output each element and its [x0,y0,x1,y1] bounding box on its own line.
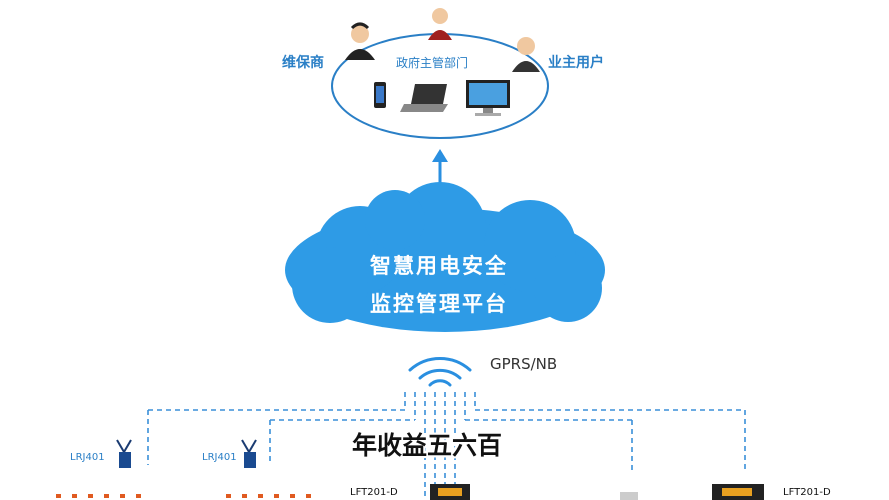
antenna-icon-mid [241,439,257,468]
network-lines [147,392,746,500]
orange-dots-left [56,494,141,498]
device-icon-grey [620,492,638,500]
detector-right-label: LFT201-D [783,487,831,498]
platform-line-1: 智慧用电安全 [370,254,508,278]
phone-icon [374,82,386,108]
gateway-left-label: LRJ401 [70,452,105,463]
detector-icon-right [712,484,764,500]
up-arrow-head [432,149,448,162]
video-subtitle: 年收益五六百 [352,431,503,460]
person-icon-owner [512,37,540,72]
monitor-icon [466,80,510,116]
orange-dots-mid [226,494,311,498]
person-icon-government [428,8,452,40]
label-maintainer: 维保商 [282,55,324,71]
network-label: GPRS/NB [490,355,558,373]
detector-left-label: LFT201-D [350,487,398,498]
label-government: 政府主管部门 [396,56,469,70]
label-owner: 业主用户 [548,55,604,71]
cloud-shape [285,182,605,332]
wifi-icon [408,357,472,387]
platform-line-2: 监控管理平台 [370,292,508,316]
antenna-icon-left [116,439,132,468]
laptop-icon [400,84,448,112]
gateway-mid-label: LRJ401 [202,452,237,463]
detector-icon-left [430,484,470,500]
person-icon-maintainer [345,22,375,60]
